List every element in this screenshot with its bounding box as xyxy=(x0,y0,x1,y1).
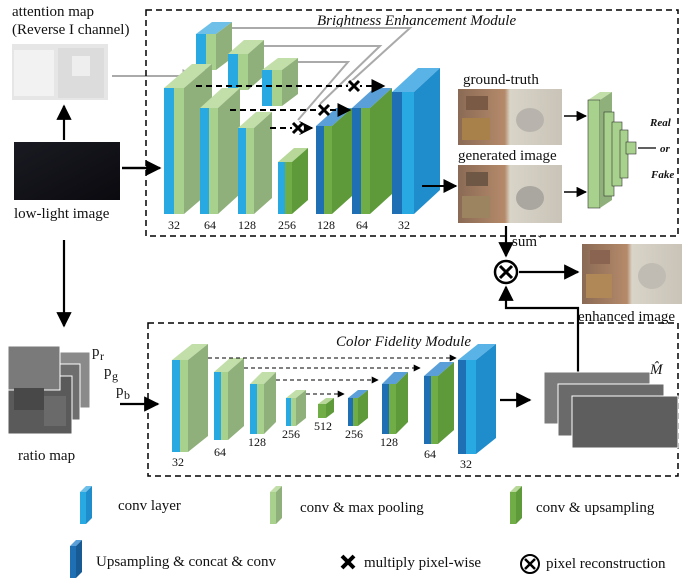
bem-channel-label: 128 xyxy=(238,218,256,232)
cfm-channel-label: 256 xyxy=(345,427,363,441)
low-light-label: low-light image xyxy=(14,206,110,222)
generated-image xyxy=(458,165,562,223)
bem-channel-label: 64 xyxy=(356,218,368,232)
ground-truth-label: ground-truth xyxy=(463,72,539,88)
cfm-channel-label: 32 xyxy=(460,457,472,471)
or-label: or xyxy=(660,143,671,155)
pixel-reconstruction-icon xyxy=(493,259,519,285)
gray-skip-2 xyxy=(264,45,383,105)
pb-label: p xyxy=(116,383,124,399)
bem-layer-256 xyxy=(278,148,308,214)
attention-map-title: attention map xyxy=(12,4,94,20)
pr-label: p xyxy=(92,344,100,360)
ratio-map-stack xyxy=(7,345,91,435)
cfm-channel-label: 64 xyxy=(214,445,226,459)
cfm-layer-64-up xyxy=(424,362,454,444)
cfm-layer-256 xyxy=(286,390,306,426)
legend-conv-swatch xyxy=(80,486,92,524)
legend-concat-label: Upsampling & concat & conv xyxy=(96,554,276,570)
multiply-icon-3 xyxy=(291,121,305,135)
cfm-layer-256-up xyxy=(348,390,368,426)
bem-layer-128 xyxy=(238,112,272,214)
sum-label: sum` xyxy=(512,234,542,250)
bem-channel-label: 256 xyxy=(278,218,296,232)
pg-subscript: g xyxy=(112,369,118,383)
legend-multiply-label: multiply pixel-wise xyxy=(364,555,481,571)
bem-layer-64-up xyxy=(352,88,392,214)
legend-conv-label: conv layer xyxy=(118,498,181,514)
generated-image-label: generated image xyxy=(458,148,557,164)
cfm-channel-label: 32 xyxy=(172,455,184,469)
legend-reconstruction-icon xyxy=(520,554,540,574)
legend-up-swatch xyxy=(510,486,522,524)
bem-layer-64 xyxy=(200,88,240,214)
legend-concat-swatch xyxy=(70,540,82,578)
bem-box xyxy=(145,9,679,237)
low-light-image xyxy=(14,142,120,200)
bem-channel-label: 32 xyxy=(398,218,410,232)
cfm-channel-label: 512 xyxy=(314,419,332,433)
bem-channel-label: 32 xyxy=(168,218,180,232)
cfm-layer-32 xyxy=(172,344,208,452)
cfm-channel-label: 256 xyxy=(282,427,300,441)
mhat-label: M̂ xyxy=(649,362,664,378)
discriminator xyxy=(587,92,637,209)
cfm-channel-label: 64 xyxy=(424,447,436,461)
bem-top-layer-a xyxy=(196,22,232,70)
cfm-channel-label: 128 xyxy=(380,435,398,449)
enhanced-image xyxy=(582,244,682,304)
enhanced-image-label: enhanced image xyxy=(578,309,675,325)
pb-subscript: b xyxy=(124,388,130,402)
cfm-layer-512 xyxy=(318,398,334,418)
cfm-channel-label: 128 xyxy=(248,435,266,449)
legend-pool-label: conv & max pooling xyxy=(300,500,424,516)
cfm-layer-64 xyxy=(214,358,244,440)
cfm-layer-128 xyxy=(250,372,276,434)
cfm-layer-128-up xyxy=(382,372,408,434)
ground-truth-image xyxy=(458,89,562,145)
legend-reconstruction-label: pixel reconstruction xyxy=(546,556,666,572)
bem-top-layer-b xyxy=(228,40,264,90)
gray-skip-3 xyxy=(297,61,351,121)
multiply-icon-1 xyxy=(347,79,361,93)
cfm-title: Color Fidelity Module xyxy=(336,334,471,350)
attention-map-subtitle: (Reverse I channel) xyxy=(12,22,129,38)
cfm-box xyxy=(147,322,679,477)
pg-label: p xyxy=(104,364,112,380)
bem-channel-label: 64 xyxy=(204,218,216,232)
bem-layer-128-up xyxy=(316,108,352,214)
gray-skip-1 xyxy=(232,27,413,87)
attention-map-image xyxy=(12,44,108,100)
legend-up-label: conv & upsampling xyxy=(536,500,655,516)
bem-layer-32-out xyxy=(392,68,440,214)
mhat-to-recon-arrow xyxy=(498,285,580,372)
legend-multiply-icon xyxy=(340,554,356,570)
multiply-icon-2 xyxy=(317,103,331,117)
pr-subscript: r xyxy=(100,349,104,363)
fake-label: Fake xyxy=(650,169,674,181)
bem-title: Brightness Enhancement Module xyxy=(317,13,516,29)
bem-channel-label: 128 xyxy=(317,218,335,232)
bem-top-layer-c xyxy=(262,58,298,106)
real-label: Real xyxy=(649,117,672,129)
cfm-layer-32-out xyxy=(458,344,496,454)
mhat-stack xyxy=(543,371,679,449)
legend-pool-swatch xyxy=(270,486,282,524)
ratio-map-label: ratio map xyxy=(18,448,75,464)
